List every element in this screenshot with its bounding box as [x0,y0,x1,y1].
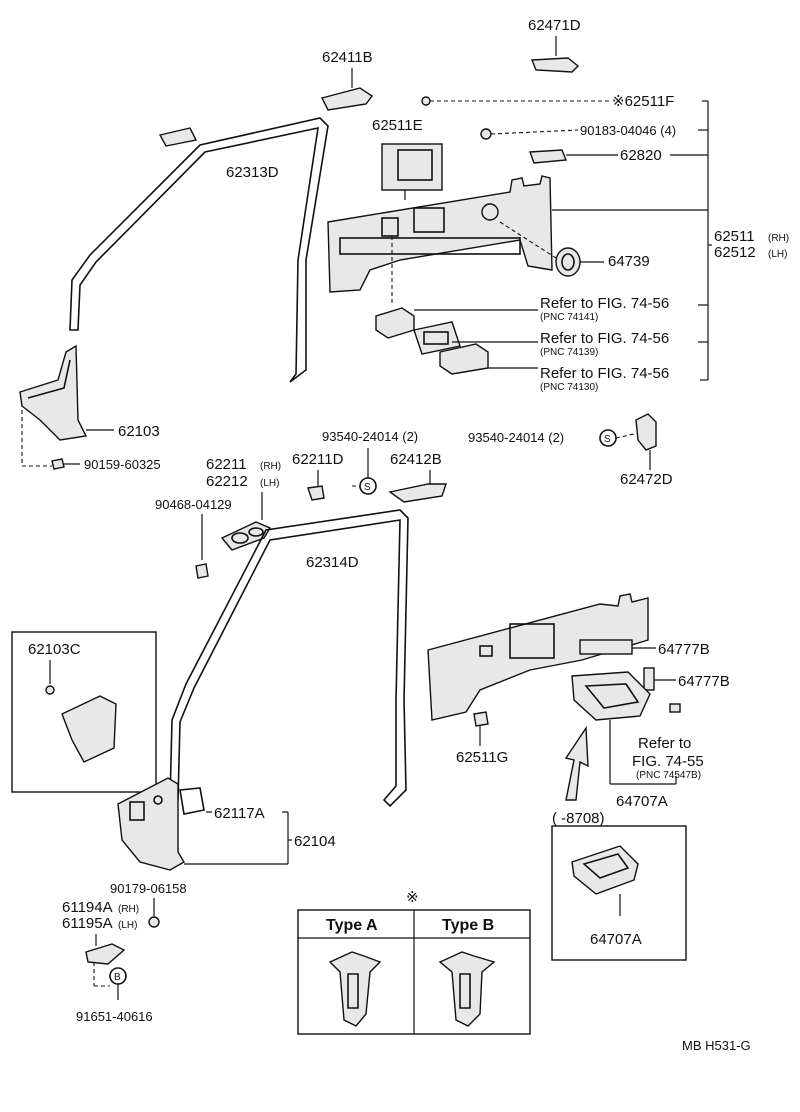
label-62103C: 62103C [28,641,81,658]
part-62104 [117,777,185,871]
arrow-icon [564,725,589,801]
part-62471D [530,57,580,73]
ref3-text: Refer to FIG. 74-56 [540,365,669,382]
label-93540-a: 93540-24014 (2) [322,429,418,444]
ref1-pnc: (PNC 74141) [540,312,598,323]
ref1-text: Refer to FIG. 74-56 [540,295,669,312]
label-64707A-a: 64707A [616,793,668,810]
label-62471D: 62471D [528,17,581,34]
ref3-pnc: (PNC 74130) [540,382,598,393]
label-90468: 90468-04129 [155,497,232,512]
part-62117A [179,787,205,815]
clip-type-a [328,951,382,1027]
part-62411B [320,87,374,111]
label-61195A-lh: (LH) [118,920,137,931]
label-64777B-a: 64777B [658,641,710,658]
label-62511F: ※62511F [612,93,674,110]
box-64707A [551,825,687,961]
range-text: ( -8708) [552,810,605,827]
part-quarter-trim [427,593,649,721]
label-61195A: 61195A [62,915,113,932]
part-62103 [19,344,88,441]
part-62313D [69,117,329,383]
footer-code: MB H531-G [682,1038,751,1053]
label-62511-rh: (RH) [768,233,789,244]
label-62512: 62512 [714,244,756,261]
part-62314D [169,509,409,808]
label-64707A-b: 64707A [590,931,642,948]
label-62472D: 62472D [620,471,673,488]
label-62511G: 62511G [456,749,508,766]
label-62313D: 62313D [226,164,279,181]
label-61194A-rh: (RH) [118,904,139,915]
s-symbol-b: S [604,434,611,445]
label-91651: 91651-40616 [76,1009,153,1024]
clip-type-b [438,951,496,1027]
ref4-pnc: (PNC 74547B) [636,770,701,781]
label-62412B: 62412B [390,451,442,468]
ref2-text: Refer to FIG. 74-56 [540,330,669,347]
part-64707A [571,671,651,721]
label-62211D: 62211D [292,451,344,468]
part-61194A [85,943,126,965]
label-62103: 62103 [118,423,160,440]
ref4b-text: FIG. 74-55 [632,753,704,770]
note-mark: ※ [406,889,419,906]
type-b-label: Type B [442,917,494,934]
part-62211 [220,521,272,551]
label-62211: 62211 [206,456,247,473]
box-62103C [11,631,157,793]
label-62117A: 62117A [214,805,265,822]
label-62314D: 62314D [306,554,359,571]
s-symbol-a: S [364,482,371,493]
part-64739 [555,247,581,277]
label-62212-lh: (LH) [260,478,279,489]
label-90183: 90183-04046 (4) [580,123,676,138]
type-a-label: Type A [326,917,378,934]
part-64707A-detail [571,845,639,895]
label-62512-lh: (LH) [768,249,787,260]
label-90159: 90159-60325 [84,457,161,472]
part-62511-board [327,175,553,293]
label-62820: 62820 [620,147,662,164]
part-62472D [635,413,657,451]
part-62511E [381,143,443,200]
label-61194A: 61194A [62,899,113,916]
label-62511: 62511 [714,228,755,245]
label-90179: 90179-06158 [110,881,187,896]
label-93540-b: 93540-24014 (2) [468,430,564,445]
ref4-text: Refer to [638,735,691,752]
label-62411B: 62411B [322,49,373,66]
label-62104: 62104 [294,833,336,850]
ref2-pnc: (PNC 74139) [540,347,598,358]
label-62212: 62212 [206,473,248,490]
label-62211-rh: (RH) [260,461,281,472]
label-64739: 64739 [608,253,650,270]
label-64777B-b: 64777B [678,673,730,690]
label-62511E: 62511E [372,117,423,134]
b-symbol: B [114,972,121,983]
